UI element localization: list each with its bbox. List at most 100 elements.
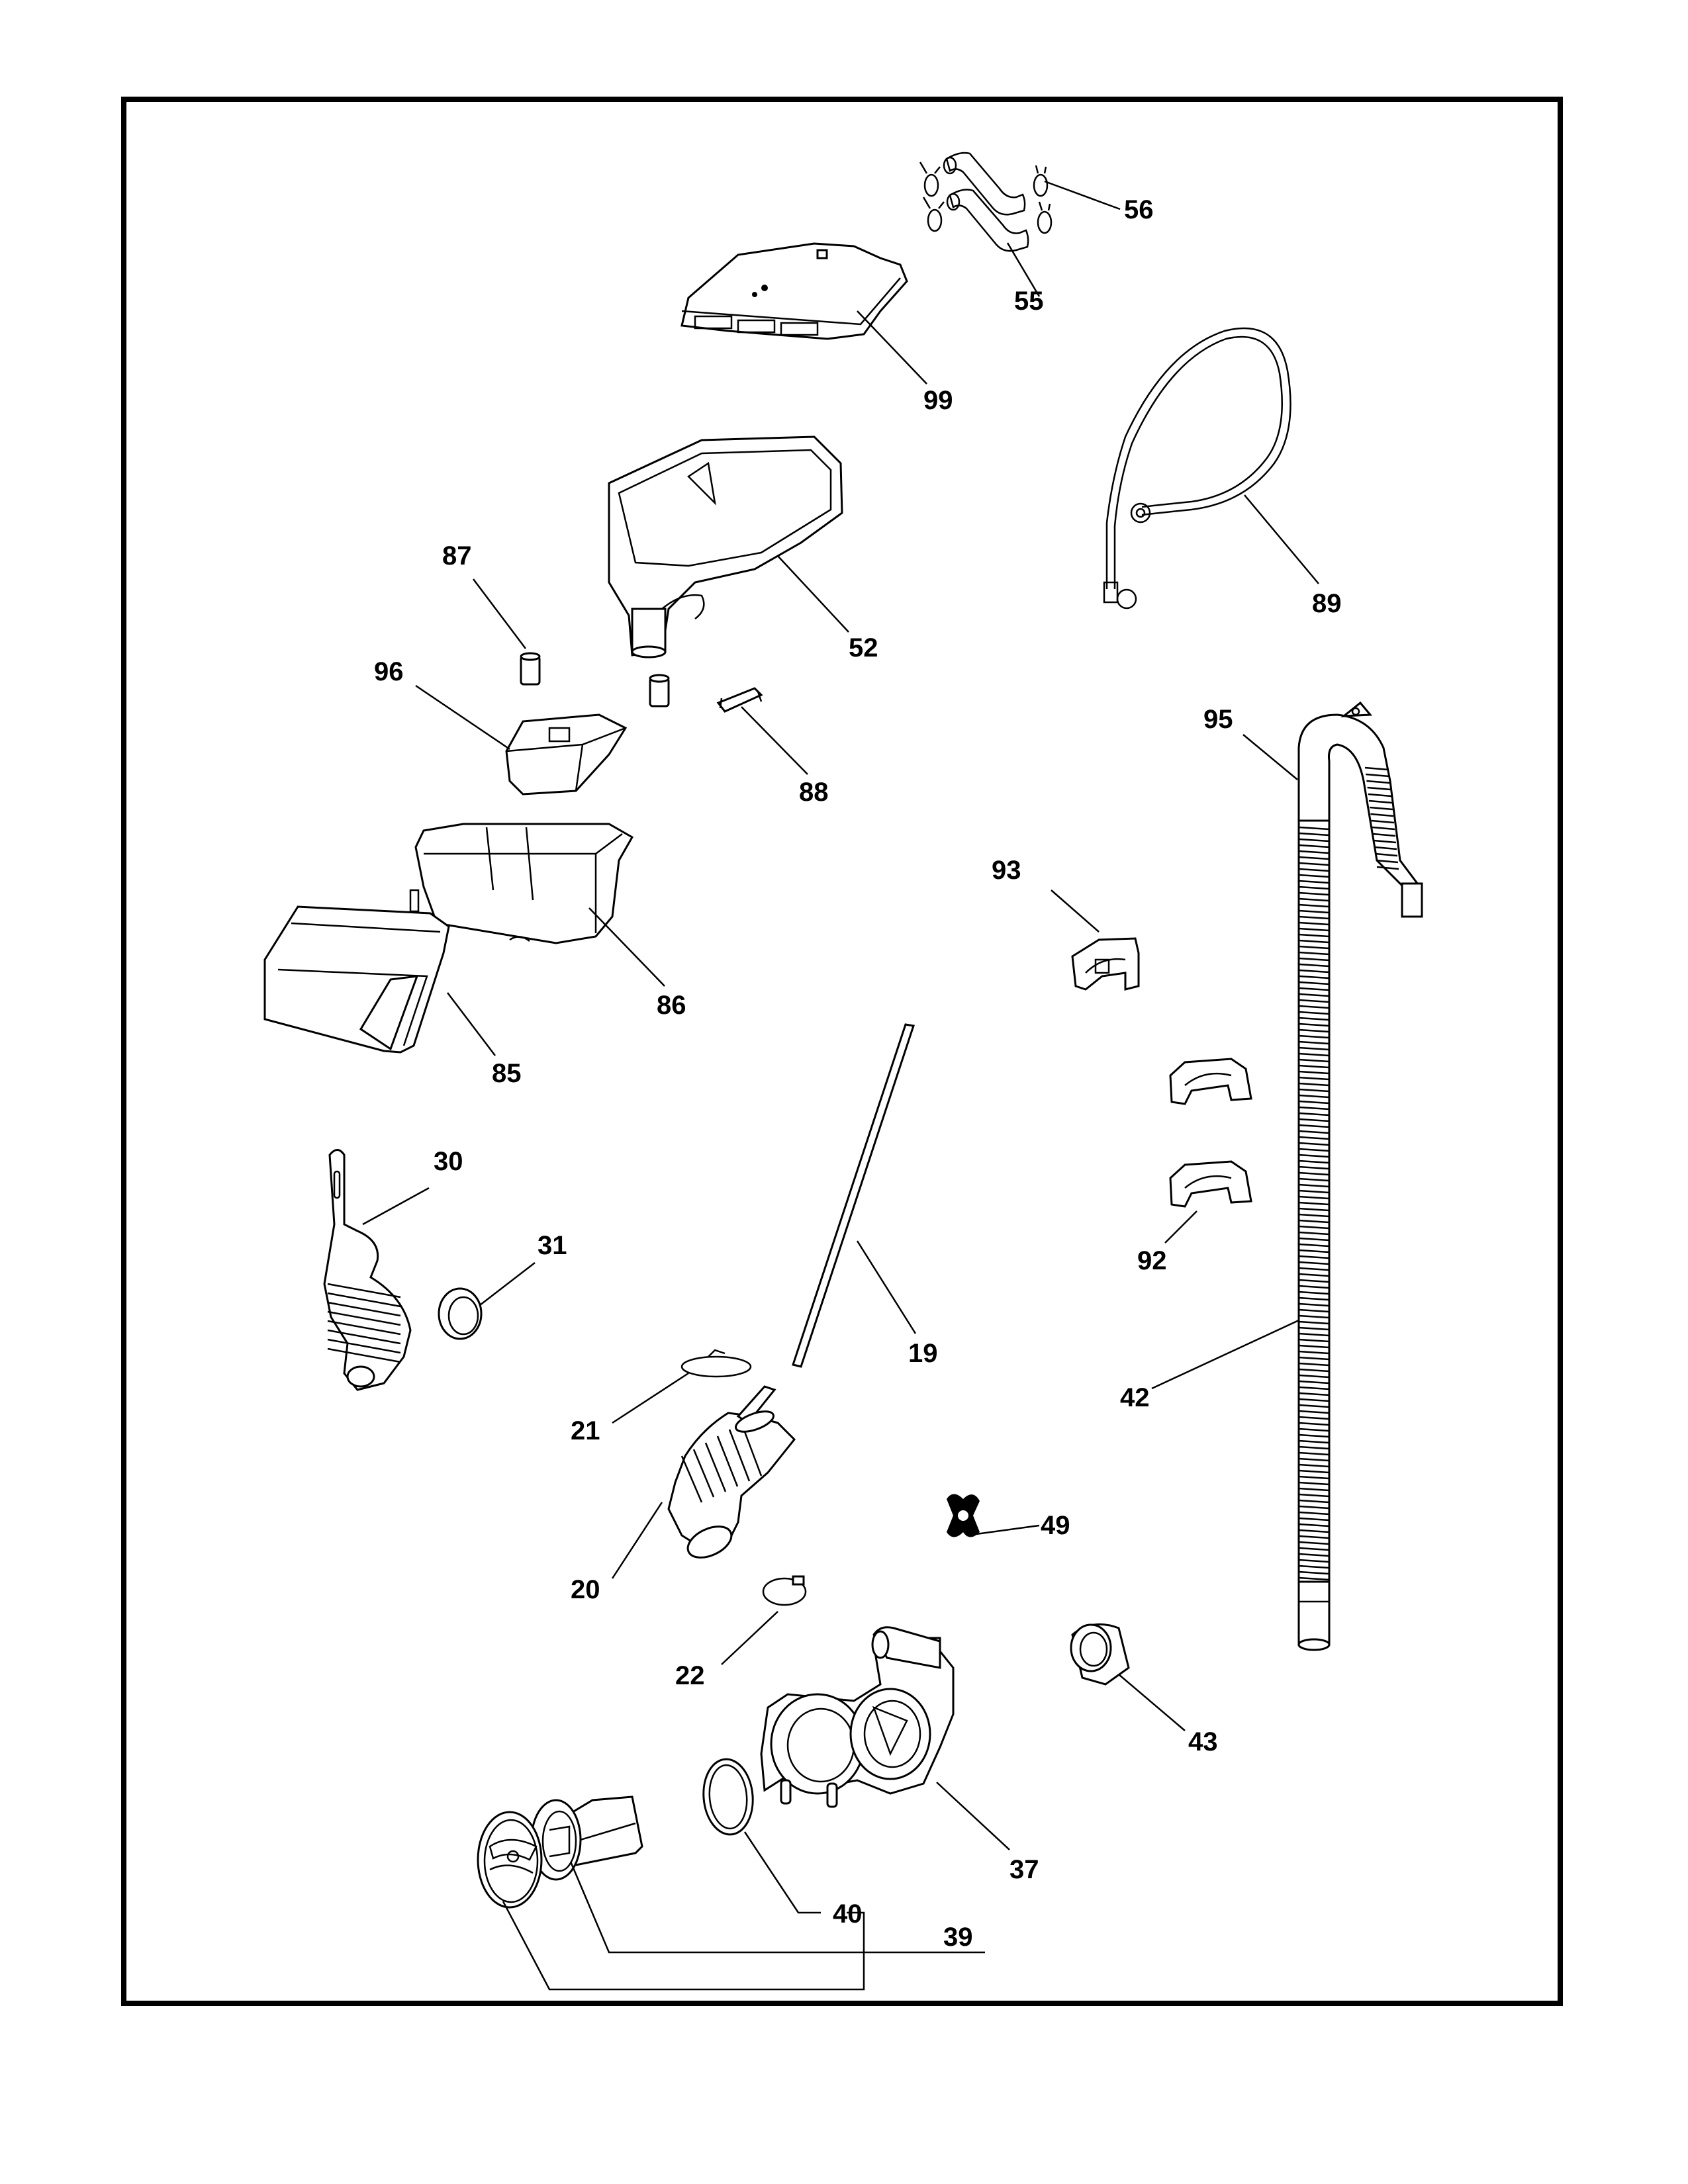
hose-rib: [1298, 1493, 1330, 1498]
callout-39[interactable]: 39: [943, 1923, 973, 1952]
hose-rib: [1298, 1052, 1330, 1057]
part-21-clamp[interactable]: [680, 1349, 752, 1378]
leader-85: [447, 992, 496, 1056]
hose-rib: [1298, 1559, 1330, 1563]
part-85-drawer-handle[interactable]: [263, 905, 450, 1054]
part-39-filter-assembly[interactable]: [477, 1796, 643, 1909]
hose-rib: [1298, 1064, 1330, 1069]
callout-96[interactable]: 96: [374, 657, 404, 686]
callout-89[interactable]: 89: [1312, 589, 1342, 618]
part-20-sump-hose[interactable]: [667, 1385, 796, 1564]
callout-99[interactable]: 99: [923, 386, 953, 415]
callout-37[interactable]: 37: [1009, 1855, 1039, 1884]
callout-49[interactable]: 49: [1041, 1511, 1070, 1540]
hose-rib: [1298, 1302, 1330, 1307]
callout-95[interactable]: 95: [1203, 705, 1233, 734]
part-99-dispenser-cover[interactable]: [680, 242, 908, 340]
hose-rib: [1298, 1368, 1330, 1373]
hose-rib: [1298, 1535, 1330, 1539]
part-89-inlet-hose[interactable]: [1103, 327, 1291, 610]
part-52-dispenser-housing[interactable]: [608, 435, 843, 659]
callout-31[interactable]: 31: [538, 1231, 567, 1260]
hose-rib: [1298, 1118, 1330, 1122]
callout-87[interactable]: 87: [442, 541, 472, 570]
leader-99: [857, 310, 927, 385]
hose-rib: [1298, 1088, 1330, 1093]
hose-rib: [1298, 1350, 1330, 1355]
hose-rib: [1298, 1291, 1330, 1295]
callout-92[interactable]: 92: [1137, 1246, 1167, 1275]
part-96-softener-cup[interactable]: [505, 713, 628, 796]
part-49-clamp[interactable]: [947, 1494, 980, 1537]
hose-rib: [1298, 951, 1330, 956]
leader-95: [1243, 734, 1298, 780]
hose-rib: [1298, 1112, 1330, 1116]
hose-rib: [1298, 1285, 1330, 1289]
callout-55[interactable]: 55: [1014, 287, 1044, 316]
part-19-tube[interactable]: [792, 1023, 915, 1368]
hose-rib: [1298, 1404, 1330, 1408]
hose-rib: [1298, 1100, 1330, 1105]
hose-rib: [327, 1310, 401, 1326]
part-37-drain-pump[interactable]: [760, 1626, 955, 1808]
part-55-inlet-hoses[interactable]: [943, 152, 1029, 252]
callout-88[interactable]: 88: [799, 778, 829, 807]
callout-52[interactable]: 52: [849, 633, 878, 662]
callout-22[interactable]: 22: [675, 1661, 705, 1690]
callout-30[interactable]: 30: [434, 1147, 463, 1176]
hose-rib: [1298, 850, 1330, 854]
part-56-hose-clamps[interactable]: [919, 161, 1053, 234]
callout-56[interactable]: 56: [1124, 195, 1154, 224]
hose-rib: [1298, 939, 1330, 944]
hose-rib: [1298, 1219, 1330, 1224]
part-95-hose-guide[interactable]: [1297, 701, 1423, 918]
callout-21[interactable]: 21: [571, 1416, 600, 1445]
hose-rib: [704, 1442, 727, 1492]
callout-85[interactable]: 85: [492, 1059, 522, 1088]
hose-rib: [1298, 933, 1330, 938]
hose-rib: [1298, 1463, 1330, 1468]
part-92-clamps[interactable]: [1169, 1058, 1252, 1208]
callout-42[interactable]: 42: [1120, 1383, 1150, 1412]
hose-rib: [1298, 1249, 1330, 1253]
hose-rib: [1298, 1505, 1330, 1510]
hose-rib: [1298, 1308, 1330, 1313]
hose-rib: [1374, 846, 1397, 850]
part-31-grommet[interactable]: [438, 1287, 483, 1340]
callout-40[interactable]: 40: [833, 1899, 863, 1929]
leader-55: [1006, 242, 1041, 297]
hose-rib: [1298, 1517, 1330, 1522]
hose-rib: [327, 1320, 401, 1336]
hose-rib: [1298, 1201, 1330, 1206]
hose-rib: [1298, 1023, 1330, 1027]
hose-rib: [1298, 1261, 1330, 1265]
hose-rib: [1364, 766, 1389, 771]
callout-20[interactable]: 20: [571, 1575, 600, 1604]
part-88-clip[interactable]: [716, 687, 763, 713]
part-87-bushing[interactable]: [520, 652, 670, 707]
hose-rib: [1298, 1040, 1330, 1045]
hose-rib: [1298, 1547, 1330, 1551]
leader-42: [1151, 1319, 1299, 1390]
callout-19[interactable]: 19: [908, 1339, 938, 1368]
hose-rib: [1298, 1005, 1330, 1009]
part-30-air-trap-hose[interactable]: [323, 1149, 412, 1391]
hose-rib: [1298, 1279, 1330, 1283]
hose-rib: [1366, 780, 1391, 784]
part-22-hose-clamp[interactable]: [762, 1575, 807, 1606]
hose-rib: [327, 1347, 401, 1363]
leader-93: [1051, 889, 1100, 933]
leader-39-filter: [569, 1861, 985, 1954]
callout-93[interactable]: 93: [992, 856, 1021, 885]
hose-rib: [1298, 993, 1330, 997]
part-40-seal[interactable]: [700, 1757, 756, 1837]
hose-rib: [1298, 1565, 1330, 1569]
hose-rib: [1367, 786, 1391, 791]
callout-86[interactable]: 86: [657, 991, 686, 1020]
hose-rib: [1298, 1124, 1330, 1128]
hose-rib: [1298, 921, 1330, 926]
part-93-clamp[interactable]: [1071, 937, 1140, 991]
part-42-drain-hose[interactable]: [1297, 819, 1331, 1651]
part-43-hose-connector[interactable]: [1070, 1623, 1130, 1686]
callout-43[interactable]: 43: [1188, 1727, 1218, 1756]
